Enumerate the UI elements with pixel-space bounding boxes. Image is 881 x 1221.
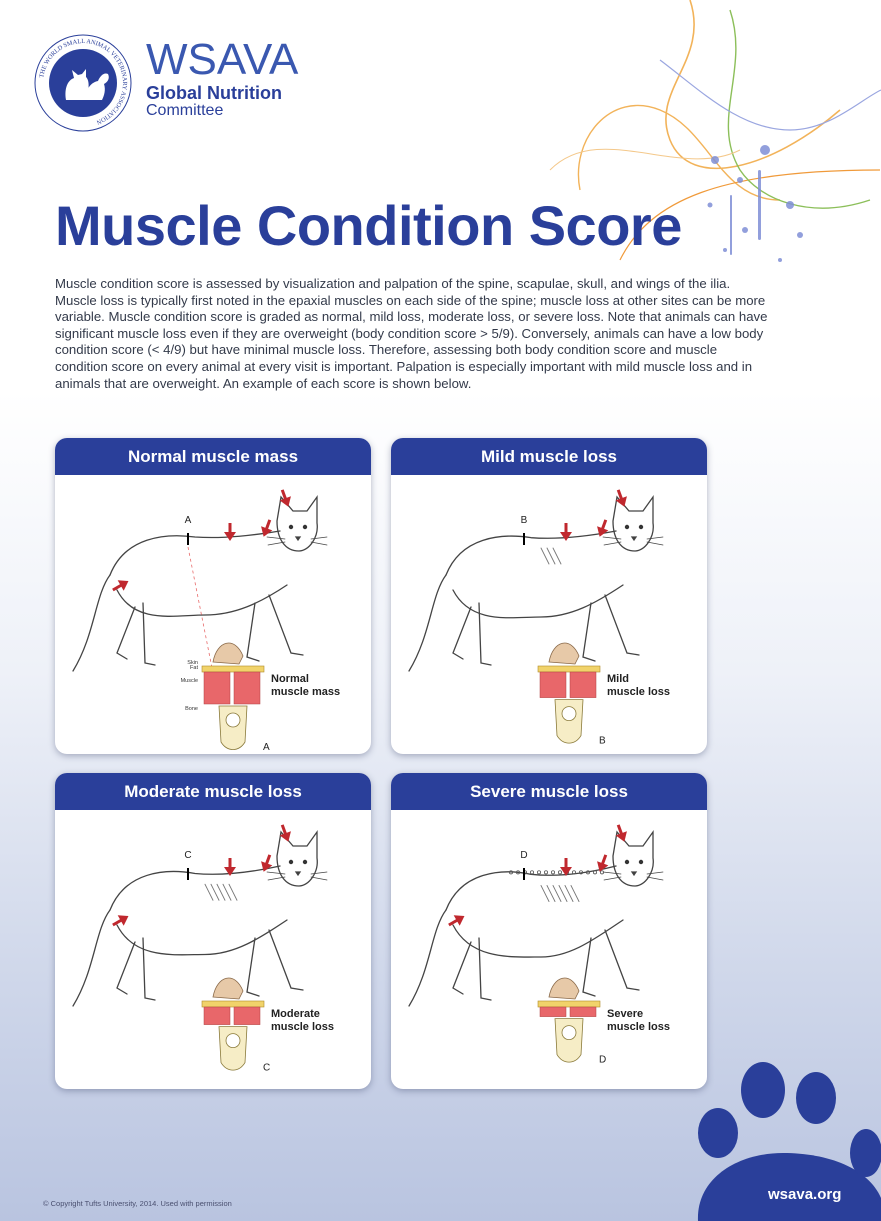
palpating-hand (212, 977, 244, 1000)
muscle-right (233, 1006, 261, 1025)
section-letter: D (599, 1055, 606, 1066)
card-title: Severe muscle loss (391, 773, 707, 810)
tissue-label-muscle: Muscle (181, 678, 198, 684)
red-arrow-icon (560, 523, 572, 541)
card-title: Normal muscle mass (55, 438, 371, 475)
muscle-left (203, 1006, 231, 1025)
red-arrow-icon (597, 519, 609, 537)
score-caption: muscle loss (607, 1021, 670, 1033)
fat-layer (201, 1000, 265, 1008)
red-arrow-icon (261, 519, 273, 537)
muscle-right (569, 1006, 597, 1017)
score-caption: muscle loss (607, 686, 670, 698)
red-arrow-icon (279, 824, 291, 842)
cat-drawing (408, 829, 664, 1007)
cat-drawing (72, 829, 328, 1007)
red-arrow-icon (448, 915, 465, 927)
red-arrow-icon (597, 854, 609, 872)
fat-layer (537, 665, 601, 673)
muscle-right (569, 671, 597, 698)
brand-committee-line1: Global Nutrition (146, 83, 282, 103)
tissue-label-fat: Fat (190, 665, 198, 671)
cat-dog-icon (65, 69, 109, 100)
muscle-left (203, 671, 231, 705)
score-caption: Mild (607, 673, 629, 685)
card-title: Moderate muscle loss (55, 773, 371, 810)
copyright-notice: © Copyright Tufts University, 2014. Used… (43, 1199, 232, 1208)
score-caption: muscle mass (271, 686, 340, 698)
spine-cross-section (201, 977, 265, 1071)
palpating-hand (548, 642, 580, 665)
paw-print-icon (697, 1062, 881, 1221)
score-caption: muscle loss (271, 1021, 334, 1033)
card-title: Mild muscle loss (391, 438, 707, 475)
red-arrow-icon (112, 915, 129, 927)
section-letter: C (263, 1063, 270, 1074)
brand-committee-line2: Committee (146, 102, 224, 119)
red-arrow-icon (560, 858, 572, 876)
section-letter: B (599, 736, 606, 747)
red-arrow-icon (615, 489, 627, 507)
fat-layer (537, 1000, 601, 1008)
red-arrow-icon (279, 489, 291, 507)
marker-letter: D (520, 850, 527, 861)
vertebra-bone (218, 705, 248, 750)
score-caption: Severe (607, 1008, 643, 1020)
marker-letter: A (185, 515, 192, 526)
palpating-hand (548, 977, 580, 1000)
red-arrow-icon (224, 858, 236, 876)
red-arrow-icon (112, 580, 129, 592)
palpating-hand (212, 642, 244, 665)
decorative-swirl-graphic (549, 0, 881, 262)
section-letter: A (263, 742, 270, 753)
brand-name: WSAVA (146, 35, 299, 84)
guide-line (187, 546, 216, 684)
intro-paragraph: Muscle condition score is assessed by vi… (55, 276, 768, 391)
fat-layer (201, 665, 265, 673)
tissue-label-skin: Skin (187, 660, 198, 666)
cat-drawing (408, 494, 664, 672)
spine-cross-section (537, 642, 601, 744)
vertebra-bone (218, 1026, 248, 1071)
wsava-seal-logo: THE WORLD SMALL ANIMAL VETERINARY ASSOCI… (34, 34, 132, 132)
website-url[interactable]: wsava.org (768, 1186, 842, 1203)
vertebra-bone (554, 699, 584, 744)
score-caption: Moderate (271, 1008, 320, 1020)
tissue-label-bone: Bone (185, 706, 198, 712)
score-caption: Normal (271, 673, 309, 685)
spine-cross-section (537, 977, 601, 1063)
cat-drawing (72, 494, 328, 672)
spine-cross-section (201, 642, 265, 750)
red-arrow-icon (615, 824, 627, 842)
muscle-left (539, 671, 567, 698)
page-title: Muscle Condition Score (55, 194, 682, 257)
muscle-right (233, 671, 261, 705)
marker-letter: B (521, 515, 528, 526)
marker-letter: C (184, 850, 191, 861)
red-arrow-icon (261, 854, 273, 872)
red-arrow-icon (224, 523, 236, 541)
vertebra-bone (554, 1018, 584, 1063)
muscle-left (539, 1006, 567, 1017)
